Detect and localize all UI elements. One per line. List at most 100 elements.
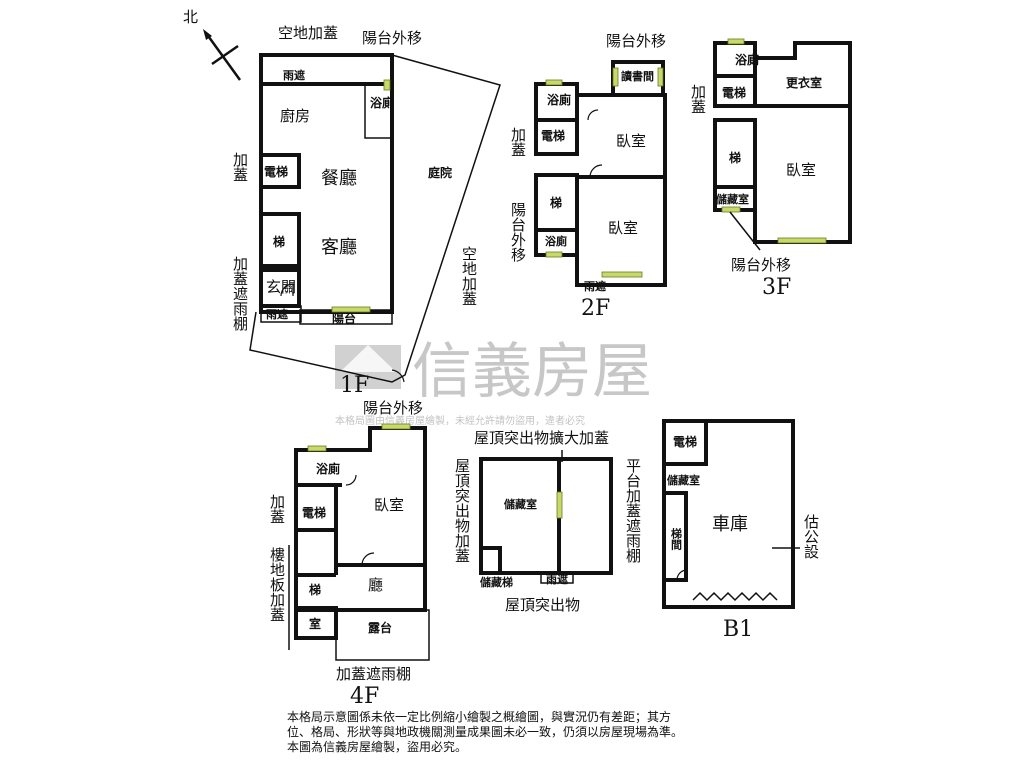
f3-balcony-move: 陽台外移 [731, 256, 791, 274]
f4-stairs: 梯 [309, 582, 321, 597]
f1-bath: 浴廁 [370, 95, 394, 110]
roof-caption: 屋頂突出物 [505, 596, 580, 614]
floor-plan: 信義房屋 本格局圖由信義房屋繪製，未經允許請勿盜用，違者必究 北 空地加蓋 陽台… [183, 8, 852, 709]
f3-elevator: 電梯 [722, 85, 746, 100]
window [307, 445, 327, 452]
window [545, 79, 563, 86]
f1-awning-bottom: 雨遮 [266, 307, 288, 321]
f1-elevator: 電梯 [264, 164, 288, 179]
f1-living: 客廳 [321, 237, 357, 258]
f3-closet: 更衣室 [786, 75, 822, 90]
f1-yard-add: 空地加蓋 [460, 246, 478, 306]
floor-tag-3f: 3F [762, 275, 791, 300]
floor-tag-b1: B1 [723, 617, 753, 642]
window [657, 67, 664, 87]
floor-4f: 陽台外移 浴廁 臥室 電梯 梯 廳 室 露台 加蓋 樓地板加蓋 加蓋遮雨棚 4F [268, 399, 430, 709]
floor-1f: 空地加蓋 陽台外移 雨遮 廚房 浴廁 餐廳 客廳 電梯 梯 玄關 雨遮 陽台 庭… [231, 24, 501, 398]
f3-add: 加蓋 [689, 84, 707, 114]
floor-tag-4f: 4F [350, 684, 379, 709]
roof-title: 屋頂突出物擴大加蓋 [474, 429, 609, 447]
b1-storage: 儲藏室 [666, 473, 700, 487]
b1-elevator: 電梯 [673, 434, 697, 449]
f4-elevator: 電梯 [302, 505, 326, 520]
f2-awning: 雨遮 [584, 279, 606, 293]
watermark-brand: 信義房屋 [412, 337, 652, 407]
f1-rain-shed: 加蓋遮雨棚 [231, 256, 249, 331]
f2-bath-top: 浴廁 [547, 92, 571, 107]
f3-bath: 浴廁 [735, 52, 759, 67]
floor-tag-1f: 1F [340, 373, 369, 398]
courtyard-outline [249, 54, 501, 383]
f4-bedroom: 臥室 [374, 496, 404, 514]
door [676, 569, 688, 581]
window [777, 237, 827, 244]
b1-stairwell: 梯間 [670, 527, 683, 551]
window [383, 79, 391, 91]
disclaimer-line: 本格局示意圖係未依一定比例縮小繪製之概繪圖，與實況仍有差距；其方 [287, 710, 672, 724]
roof-storage: 儲藏室 [503, 497, 537, 511]
door [361, 552, 375, 566]
f1-side-add: 加蓋 [231, 152, 249, 182]
roof-awning: 雨遮 [546, 572, 568, 586]
brand-logo-icon [335, 345, 401, 389]
door [345, 474, 357, 486]
floor-b1: 電梯 儲藏室 梯間 車庫 估公設 B1 [662, 419, 820, 642]
watermark: 信義房屋 本格局圖由信義房屋繪製，未經允許請勿盜用，違者必究 [335, 337, 652, 427]
roof-storage-stairs: 儲藏梯 [479, 575, 513, 589]
f2-add: 加蓋 [509, 127, 527, 157]
roof-structure: 屋頂突出物擴大加蓋 屋頂突出物加蓋 平台加蓋遮雨棚 儲藏室 儲藏梯 雨遮 屋頂突… [453, 429, 642, 614]
f1-top-label: 空地加蓋 [278, 24, 338, 42]
f1-balcony: 陽台 [332, 311, 356, 326]
disclaimer-line: 位、格局、形狀等與地政機關測量成果圖未必一致，仍須以房屋現場為準。 [287, 725, 684, 739]
f2-bath-bottom: 浴廁 [545, 234, 567, 248]
floor-3f: 浴廁 更衣室 電梯 梯 臥室 儲藏室 加蓋 陽台外移 3F [689, 38, 852, 300]
f2-study: 讀書間 [621, 69, 654, 83]
f1-courtyard: 庭院 [428, 165, 452, 180]
f2-elevator: 電梯 [541, 128, 565, 143]
f4-terrace: 露台 [368, 620, 392, 635]
floor-2f: 陽台外移 讀書間 浴廁 電梯 臥室 梯 浴廁 臥室 雨遮 加蓋 陽台外移 2F [509, 32, 667, 321]
disclaimer-notes: 本格局示意圖係未依一定比例縮小繪製之概繪圖，與實況仍有差距；其方 位、格局、形狀… [287, 710, 757, 755]
f2-bedroom-2: 臥室 [608, 219, 638, 237]
north-compass: 北 [183, 8, 242, 81]
window [556, 491, 563, 519]
f2-bedroom-1: 臥室 [616, 132, 646, 150]
f4-balcony-move: 陽台外移 [363, 399, 423, 417]
f1-foyer: 玄關 [266, 278, 296, 296]
f3-bedroom: 臥室 [786, 161, 816, 179]
disclaimer-line: 本圖為信義房屋繪製，盜用必究。 [287, 740, 468, 754]
f4-hall: 廳 [368, 576, 383, 594]
f4-room: 室 [309, 616, 321, 631]
window [612, 67, 619, 87]
b1-estimate: 估公設 [802, 514, 820, 559]
f4-floor-slab: 樓地板加蓋 [268, 547, 286, 622]
f3-stairs: 梯 [729, 150, 741, 165]
b1-garage: 車庫 [712, 514, 748, 535]
f2-stairs: 梯 [550, 195, 562, 210]
f1-balcony-move: 陽台外移 [362, 29, 422, 47]
window [545, 251, 563, 258]
f4-add: 加蓋 [268, 494, 286, 524]
f2-balcony-move-top: 陽台外移 [606, 32, 666, 50]
f1-stairs: 梯 [273, 234, 285, 249]
window [381, 423, 411, 430]
door [587, 109, 599, 121]
window [331, 306, 371, 313]
window [727, 38, 745, 45]
f4-rain-shed: 加蓋遮雨棚 [336, 665, 411, 683]
roof-side-right: 平台加蓋遮雨棚 [624, 458, 642, 563]
window [601, 271, 643, 278]
window [721, 206, 741, 213]
door [280, 283, 294, 297]
f1-kitchen: 廚房 [280, 107, 310, 125]
north-arrow-icon [203, 29, 212, 40]
compass-north-label: 北 [183, 8, 198, 26]
floor-tag-2f: 2F [581, 296, 610, 321]
f4-bath: 浴廁 [316, 461, 340, 476]
f2-balcony-move-side: 陽台外移 [509, 202, 527, 262]
f1-awning-top: 雨遮 [283, 68, 305, 82]
door [589, 164, 603, 178]
f3-storage: 儲藏室 [715, 192, 749, 206]
roof-side-left: 屋頂突出物加蓋 [453, 458, 471, 563]
door [391, 369, 405, 383]
